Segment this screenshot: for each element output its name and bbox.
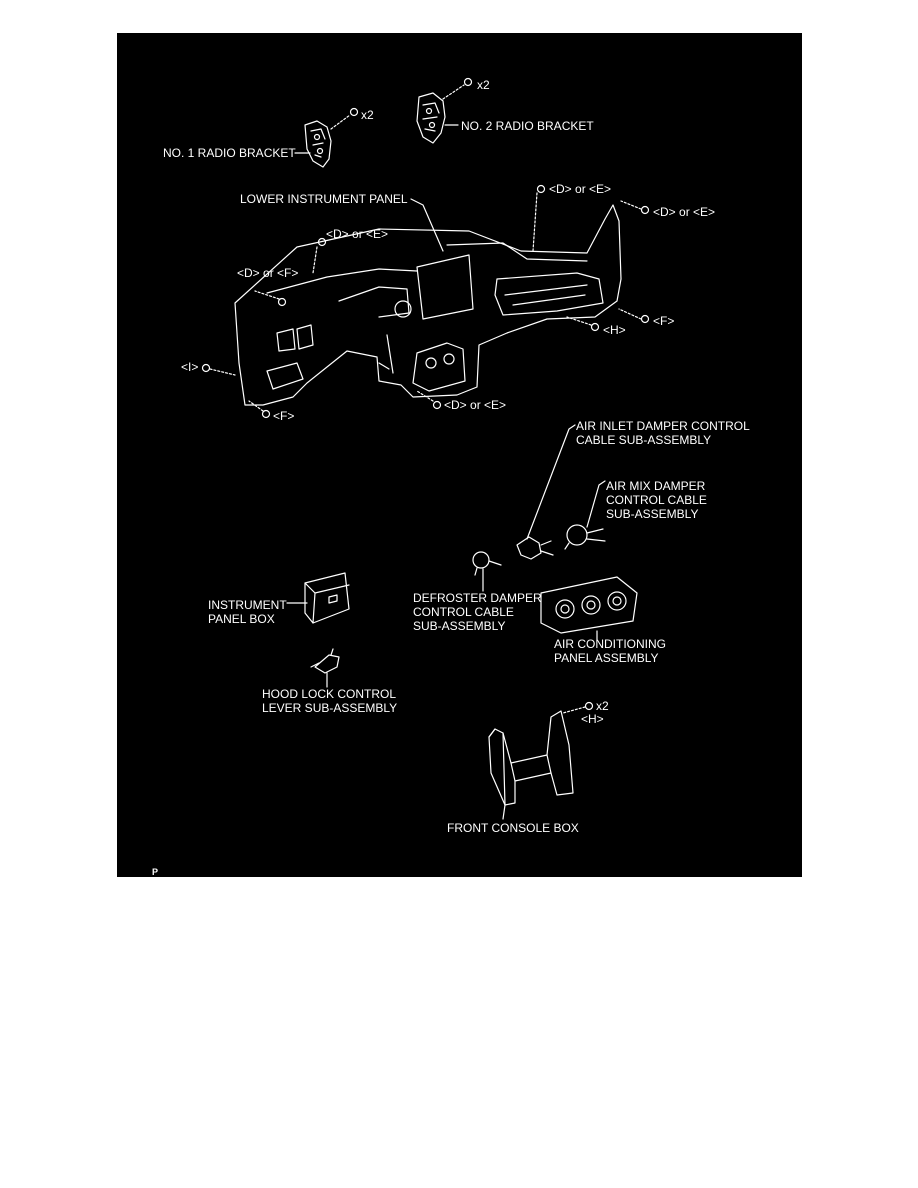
label-front-console-box: FRONT CONSOLE BOX [447, 821, 579, 835]
air-conditioning-panel-part [540, 576, 638, 634]
screw-d-or-e-top-right-a [532, 184, 546, 252]
leader-air-mix [586, 480, 606, 528]
label-screw-d-or-f-left: <D> or <F> [237, 266, 299, 280]
radio-bracket-1-part [304, 120, 332, 168]
lower-instrument-panel-part [234, 204, 622, 406]
hood-lock-lever-part [310, 648, 340, 674]
screw-f-bottom-left [248, 400, 271, 419]
label-air-mix-damper-cable: AIR MIX DAMPER CONTROL CABLE SUB-ASSEMBL… [606, 479, 707, 521]
label-screw-f-right: <F> [653, 314, 675, 328]
exploded-parts-diagram: NO. 1 RADIO BRACKET NO. 2 RADIO BRACKET … [117, 33, 802, 877]
label-lower-instrument-panel: LOWER INSTRUMENT PANEL [240, 192, 408, 206]
label-screw-h-console: <H> [581, 712, 604, 726]
label-air-inlet-damper-cable: AIR INLET DAMPER CONTROL CABLE SUB-ASSEM… [576, 419, 750, 447]
screw-d-or-e-bottom [416, 390, 442, 410]
label-x2-radio-bracket-2: x2 [477, 78, 490, 92]
label-defroster-damper-cable: DEFROSTER DAMPER CONTROL CABLE SUB-ASSEM… [413, 591, 542, 633]
screw-d-or-e-top-mid [312, 237, 327, 274]
label-screw-i-left: <I> [181, 360, 199, 374]
screw-h-mid [566, 316, 600, 332]
leader-lower-instrument-panel [410, 198, 444, 252]
screw-i-left [201, 363, 236, 376]
label-radio-bracket-2: NO. 2 RADIO BRACKET [461, 119, 594, 133]
radio-bracket-2-part [416, 92, 446, 144]
screw-radio-bracket-1 [330, 107, 359, 130]
label-instrument-panel-box: INSTRUMENT PANEL BOX [208, 598, 287, 626]
label-screw-h-mid: <H> [603, 323, 626, 337]
label-x2-console: x2 [596, 699, 609, 713]
instrument-panel-box-part [304, 572, 350, 624]
diagram-illustration [201, 77, 650, 820]
label-radio-bracket-1: NO. 1 RADIO BRACKET [163, 146, 296, 160]
label-screw-d-or-e-bottom: <D> or <E> [444, 398, 507, 412]
leader-air-inlet [526, 424, 576, 540]
screw-d-or-e-top-right-b [620, 200, 650, 215]
label-air-conditioning-panel: AIR CONDITIONING PANEL ASSEMBLY [554, 637, 667, 665]
air-inlet-damper-cable-part [516, 536, 554, 560]
label-screw-d-or-e-top-mid: <D> or <E> [326, 227, 389, 241]
label-screw-f-bottom-left: <F> [273, 409, 295, 423]
air-mix-damper-cable-part [564, 524, 606, 550]
label-screw-d-or-e-top-right-a: <D> or <E> [549, 182, 612, 196]
defroster-damper-cable-part [472, 551, 502, 576]
label-hood-lock-lever: HOOD LOCK CONTROL LEVER SUB-ASSEMBLY [262, 687, 398, 715]
screw-h-console [562, 701, 594, 714]
label-x2-radio-bracket-1: x2 [361, 108, 374, 122]
screw-d-or-f-left [254, 290, 287, 307]
label-screw-d-or-e-top-right-b: <D> or <E> [653, 205, 716, 219]
leader-front-console-box [502, 804, 506, 820]
corner-mark: P [152, 867, 159, 877]
front-console-box-part [488, 710, 574, 806]
screw-radio-bracket-2 [442, 77, 473, 100]
screw-f-right [618, 308, 650, 324]
